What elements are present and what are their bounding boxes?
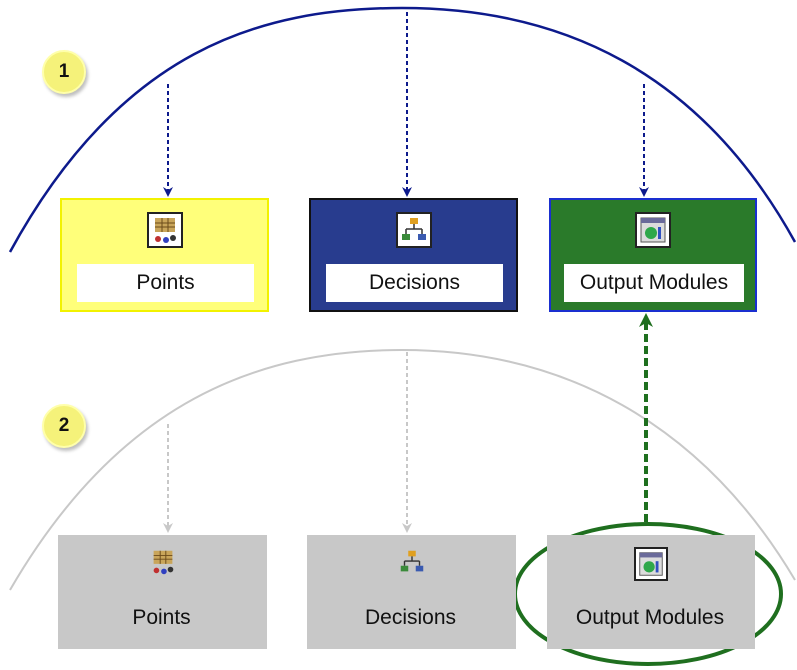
top-decisions-node: Decisions xyxy=(309,198,518,312)
step-badge-2: 2 xyxy=(42,404,86,448)
bottom-output-label: Output Modules xyxy=(575,606,725,629)
top-output-node: Output Modules xyxy=(549,198,757,312)
top-points-node: Points xyxy=(60,198,269,312)
points-grid-icon xyxy=(148,547,178,577)
output-module-icon xyxy=(634,547,668,581)
bottom-output-node: Output Modules xyxy=(547,535,755,649)
decision-tree-icon xyxy=(395,212,432,248)
bottom-decisions-label: Decisions xyxy=(364,606,457,629)
output-module-icon xyxy=(635,212,671,248)
bottom-points-node: Points xyxy=(58,535,267,649)
top-points-label: Points xyxy=(77,264,254,302)
points-grid-icon xyxy=(146,212,183,248)
step-badge-1: 1 xyxy=(42,50,86,94)
bottom-arc xyxy=(9,348,796,591)
top-decisions-label: Decisions xyxy=(326,264,503,302)
bottom-points-label: Points xyxy=(132,606,191,629)
top-arc xyxy=(8,6,797,253)
top-output-label: Output Modules xyxy=(564,264,744,302)
bottom-decisions-node: Decisions xyxy=(307,535,516,649)
decision-tree-icon xyxy=(397,547,427,577)
